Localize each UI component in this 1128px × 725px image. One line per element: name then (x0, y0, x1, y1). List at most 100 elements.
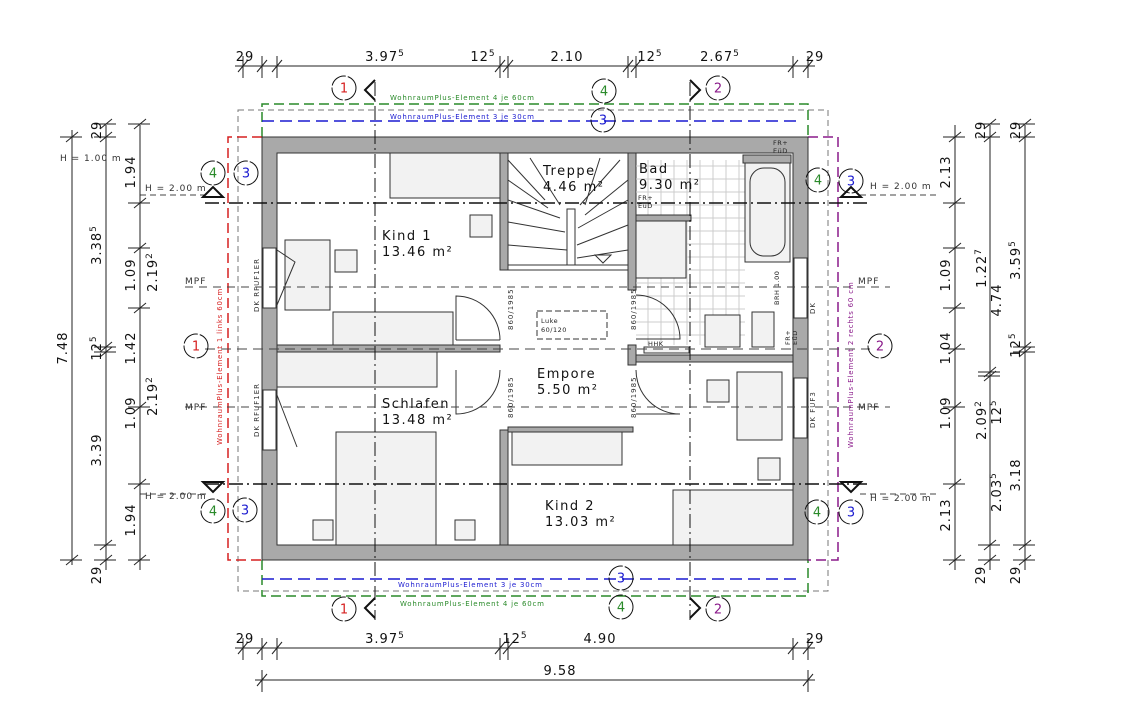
left-dimension-label: 1.09 (124, 259, 139, 292)
window-kind1 (262, 247, 277, 309)
furniture (276, 152, 794, 546)
top-dimension-label: 29 (806, 50, 825, 65)
total-depth-label: 7.48 (56, 332, 71, 365)
fr-label: FR+ (638, 194, 653, 202)
shower (635, 217, 687, 279)
room-name: Treppe (542, 164, 596, 179)
mpf-label: MPF (858, 403, 879, 413)
bed-kind1 (389, 152, 501, 199)
element-marker-2: 2 (705, 75, 731, 101)
bathtub (744, 161, 791, 263)
window-swing-kind1 (276, 249, 296, 306)
section-arrow-1-bottom (363, 597, 376, 619)
door-kind2 (635, 369, 681, 415)
element-marker-4: 4 (804, 499, 830, 525)
window-type-label: DK FUF3 (809, 391, 817, 428)
wall-schlafen-kind2 (499, 429, 509, 546)
top-dimension-label: 29 (236, 50, 255, 65)
nightstand (469, 214, 493, 238)
right-dimension-label: 3.18 (1009, 459, 1024, 492)
window-kind2 (793, 377, 808, 439)
total-width-label: 9.58 (544, 664, 577, 679)
right-dimension-label: 1.227 (974, 248, 990, 288)
bed-kind2 (672, 489, 794, 546)
sink (704, 314, 741, 348)
marker-number: 4 (600, 85, 608, 100)
element-4-bottom-outline (261, 560, 809, 597)
chair-kind1 (334, 249, 358, 273)
eud-label: EüD (791, 330, 799, 345)
section-arrow-3-right-bottom (838, 481, 864, 494)
section-axes (140, 79, 940, 620)
shower-wall (635, 214, 692, 222)
marker-number: 4 (209, 505, 217, 520)
wardrobe-kind1 (332, 311, 454, 346)
element-4-label: WohnraumPlus-Element 4 je 60cm (390, 94, 535, 102)
element-marker-1: 1 (183, 333, 209, 359)
element-marker-3: 3 (608, 565, 634, 591)
room-area: 13.48 m² (382, 413, 453, 428)
top-dimension-label: 125 (637, 49, 662, 65)
section-arrow-4-left-top (200, 185, 226, 198)
marker-number: 1 (340, 82, 348, 97)
door-bad (635, 294, 681, 340)
marker-number: 3 (242, 167, 250, 182)
right-dimension-label: 2.13 (939, 156, 954, 189)
hhk-radiator (643, 346, 690, 354)
bath-shelf (742, 154, 792, 164)
door-size-label: 860/1985 (630, 376, 638, 418)
wall-treppe-bad (627, 152, 637, 291)
chair-kind2 (706, 379, 730, 403)
section-arrow-2-top (689, 79, 702, 101)
section-arrow-1-top (363, 79, 376, 101)
window-type-label: DK RFUF1ER (253, 383, 261, 437)
window-bad (793, 257, 808, 319)
room-name: Empore (537, 367, 596, 382)
room-name: Kind 1 (382, 229, 432, 244)
marker-number: 4 (814, 174, 822, 189)
marker-number: 2 (714, 603, 722, 618)
bottom-dimension-label: 4.90 (584, 632, 617, 647)
marker-number: 1 (340, 603, 348, 618)
right-dimension-label: 29 (1009, 566, 1024, 585)
element-marker-4: 4 (200, 160, 226, 186)
window-swing-schlafen (276, 394, 298, 448)
marker-number: 2 (876, 340, 884, 355)
stool-kind2 (757, 457, 781, 481)
right-dimension-label: 2.13 (939, 499, 954, 532)
element-marker-1: 1 (331, 596, 357, 622)
door-size-label: 860/1985 (507, 288, 515, 330)
room-name: Bad (639, 162, 669, 177)
hatch-size-label: 60/120 (541, 326, 567, 334)
hhk-label: HHK (648, 340, 664, 348)
right-dimension-label: 125 (1008, 332, 1024, 357)
eud-label: EüD (773, 147, 788, 155)
wall-kind1-treppe (499, 152, 509, 271)
right-dimension-label: 29 (1009, 121, 1024, 140)
top-dimension-label: 2.10 (551, 50, 584, 65)
element-marker-2: 2 (867, 333, 893, 359)
window-type-label: DK RFUF1ER (253, 258, 261, 312)
dimension-lines (60, 56, 1035, 692)
right-dimension-label: 2.092 (974, 400, 990, 440)
door-kind1 (455, 295, 501, 341)
section-arrow-4-left-bottom (200, 481, 226, 494)
outer-dashed-boundary (237, 109, 829, 592)
wardrobe-kind2 (511, 431, 623, 466)
left-dimension-label: 1.09 (124, 397, 139, 430)
room-area: 13.03 m² (545, 515, 616, 530)
wardrobe-schlafen (276, 351, 438, 388)
fr-label: FR+ (784, 330, 792, 345)
bottom-dimension-label: 29 (806, 632, 825, 647)
left-dimension-label: 1.94 (124, 156, 139, 189)
marker-number: 4 (209, 167, 217, 182)
bed-schlafen (335, 431, 437, 546)
element-marker-3: 3 (232, 497, 258, 523)
hatch-label: Luke (541, 317, 558, 325)
room-name: Kind 2 (545, 499, 595, 514)
element-marker-4: 4 (608, 594, 634, 620)
wall-empore-bad (627, 344, 637, 366)
height-label: H = 2.00 m (870, 494, 932, 504)
marker-number: 4 (813, 506, 821, 521)
